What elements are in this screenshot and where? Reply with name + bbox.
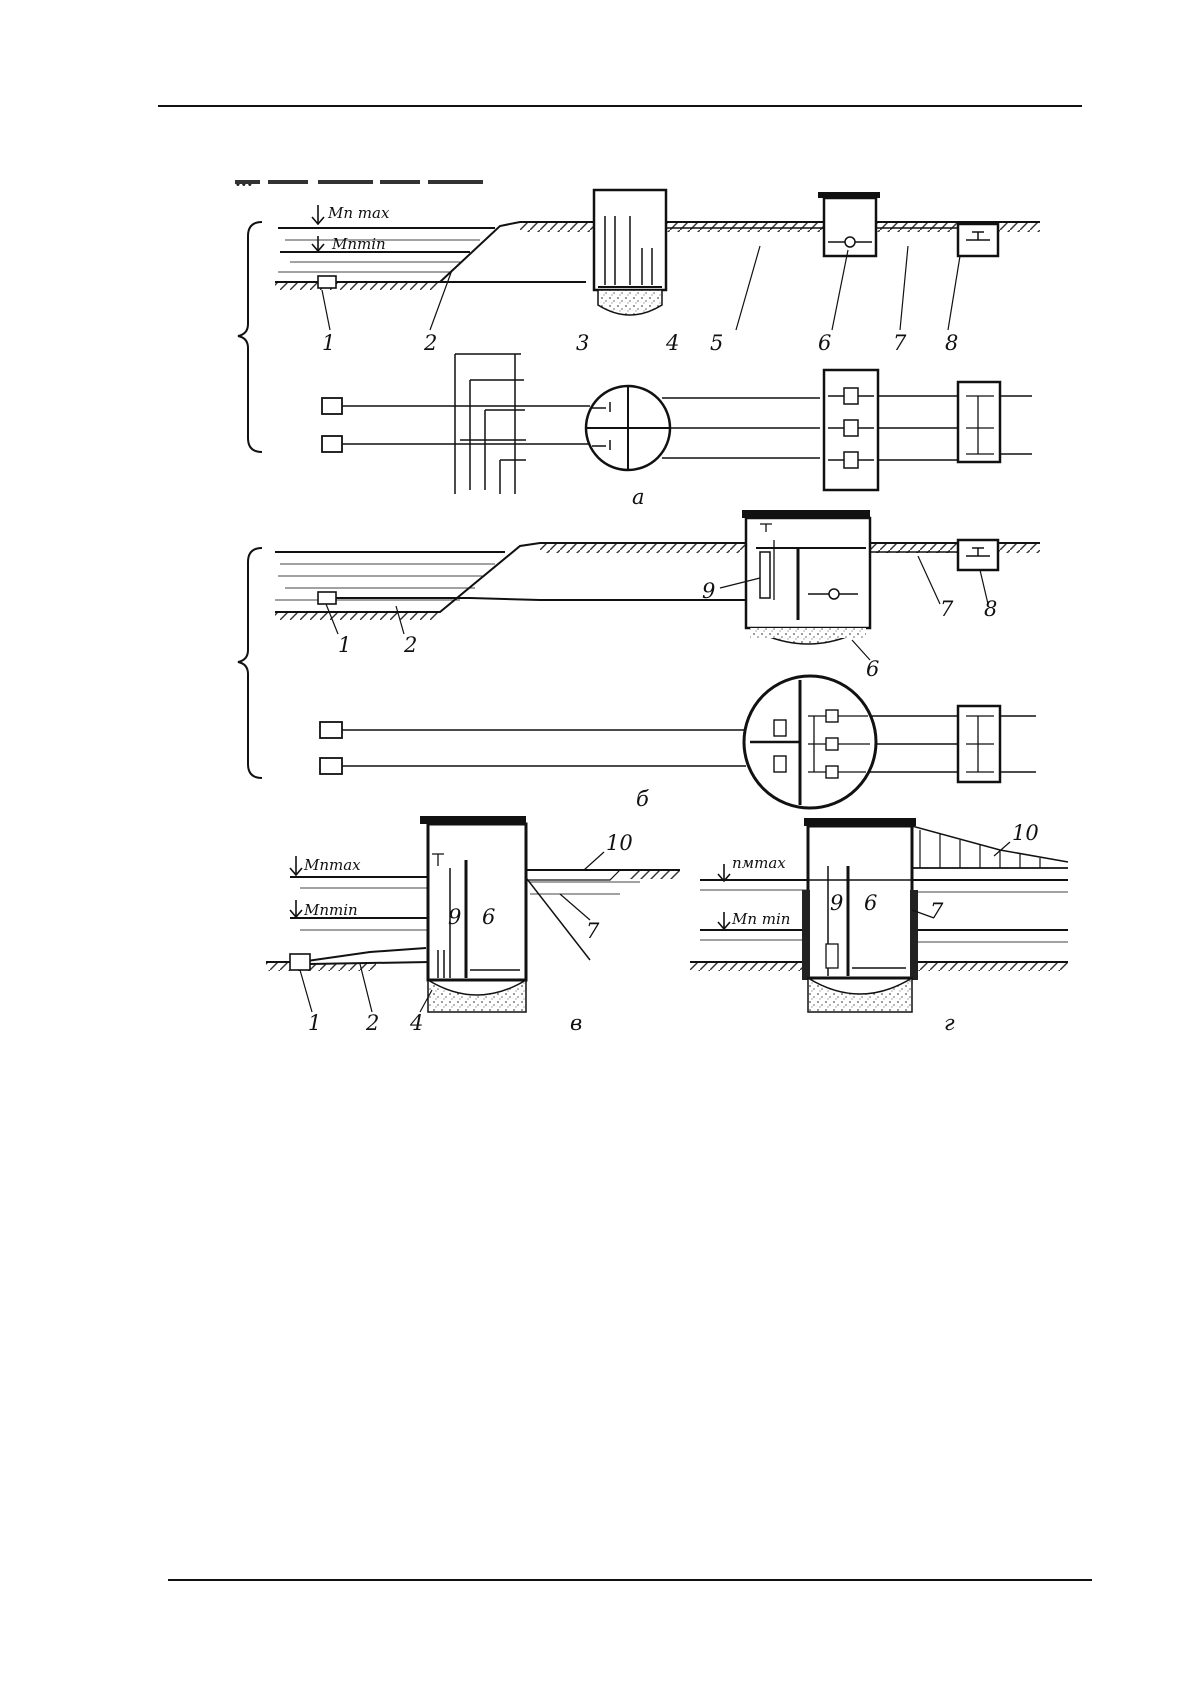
callout-7-v: 7 [586,919,600,943]
callout-9-b: 9 [702,579,715,603]
callout-7-b: 7 [940,597,954,621]
leader-8-a [948,256,960,330]
svg-text:Мп min: Мп min [731,910,790,928]
water-level-max-v: Мпmax [290,856,361,875]
riverbed-hatch-g1 [690,963,808,971]
intake-head-b [318,592,336,604]
leader-7-a [900,246,908,330]
callout-8-b: 8 [984,597,997,621]
leader-5-a [736,246,760,330]
callout-8-a: 8 [945,331,958,355]
callout-3-a: 3 [576,331,589,355]
leader-7-v [560,894,590,920]
callout-2-v: 2 [365,1011,379,1035]
shore-well-a [594,190,666,315]
ground-line-b [275,543,1040,612]
brace-b [238,548,262,778]
callout-2-b: 2 [403,633,417,657]
callout-9-v: 9 [448,905,461,929]
callout-1-b: 1 [338,633,351,657]
svg-text:пмmax: пмmax [732,854,786,872]
callout-5-a: 5 [710,331,723,355]
leader-1-v [300,970,312,1012]
svg-text:Мпmin: Мпmin [303,901,358,919]
callout-1-v: 1 [308,1011,321,1035]
leader-6-a [832,250,848,330]
callout-7-a: 7 [893,331,907,355]
leader-10-v [584,852,604,870]
callout-7-g: 7 [930,899,944,923]
panel-a: Мп max Мпmin [238,190,1040,509]
riverbed-hatch-a [275,283,440,290]
callout-6-b: 6 [866,657,879,681]
panel-g: пмmax Мп min 10 [690,818,1068,1035]
panel-label-b: б [636,787,649,811]
bank-slope-v [520,870,590,960]
pressure-line-v2 [526,870,620,880]
callout-1-a: 1 [322,331,335,355]
callout-6-a: 6 [818,331,831,355]
combined-station-v [420,816,526,1012]
water-level-min-v: Мпmin [290,900,358,919]
svg-text:Мп max: Мп max [327,204,390,222]
leader-2-a [430,270,452,330]
water-level-max-a: Мп max [312,204,390,224]
leader-7-b [918,556,940,604]
combined-station-g [802,818,918,1012]
combined-station-b [742,510,870,644]
intake-head-v [290,954,310,970]
river-water-b [275,552,505,600]
callout-10-v: 10 [606,831,633,855]
leader-2-v [360,964,372,1012]
plan-view-b [320,676,1036,808]
riverbed-hatch-g2 [912,963,1068,971]
intake-head-a [318,276,336,288]
callout-10-g: 10 [1012,821,1039,845]
pumping-station-a [818,192,880,256]
river-water-a [278,228,495,272]
chamber-8-a [958,224,998,256]
panel-v: Мпmax Мпmin 10 9 6 [266,816,680,1035]
panel-label-g: г [944,1011,955,1035]
ground-hatch-b1 [540,544,746,553]
callout-6-v: 6 [482,905,495,929]
panel-label-v: в [570,1011,582,1035]
callout-4-a: 4 [665,331,679,355]
water-level-max-g: пмmax [718,854,786,881]
svg-text:Мпmax: Мпmax [303,856,361,874]
water-level-min-a: Мпmin [312,235,386,253]
bank-hatch-v [630,871,680,879]
water-level-min-g: Мп min [718,910,790,929]
callout-6-g: 6 [864,891,877,915]
gravity-pipe-v [310,962,430,964]
brace-a [238,222,262,452]
svg-text:Мпmin: Мпmin [331,235,386,253]
riverbed-hatch-b [275,613,440,620]
panel-b: 9 1 2 6 7 8 б [238,510,1040,811]
plan-view-a [322,354,1032,494]
callout-2-a: 2 [423,331,437,355]
leader-1-a [322,290,330,330]
panel-label-a: а [632,485,645,509]
chamber-8-b [958,540,998,570]
callout-4-v: 4 [409,1011,423,1035]
callout-9-g: 9 [830,891,843,915]
